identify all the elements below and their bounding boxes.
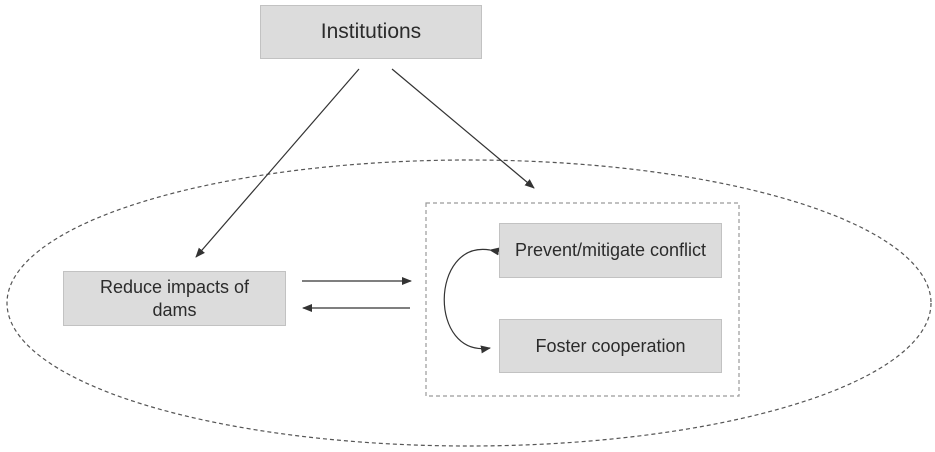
outcome-group-frame xyxy=(425,202,740,397)
node-foster-cooperation: Foster cooperation xyxy=(499,319,722,373)
arrow-institutions-to-reduce xyxy=(195,68,360,258)
node-institutions-label: Institutions xyxy=(320,19,422,43)
curved-arrow-conflict-cooperation xyxy=(443,247,500,354)
node-reduce-impacts-label: Reduce impacts of dams xyxy=(99,277,250,320)
node-reduce-impacts: Reduce impacts of dams xyxy=(63,271,286,326)
node-prevent-conflict-label: Prevent/mitigate conflict xyxy=(514,240,707,261)
node-foster-cooperation-label: Foster cooperation xyxy=(535,335,686,356)
scope-ellipse xyxy=(6,159,932,447)
node-institutions: Institutions xyxy=(260,5,482,59)
node-prevent-conflict: Prevent/mitigate conflict xyxy=(499,223,722,278)
arrow-institutions-to-outcomes xyxy=(391,68,535,189)
